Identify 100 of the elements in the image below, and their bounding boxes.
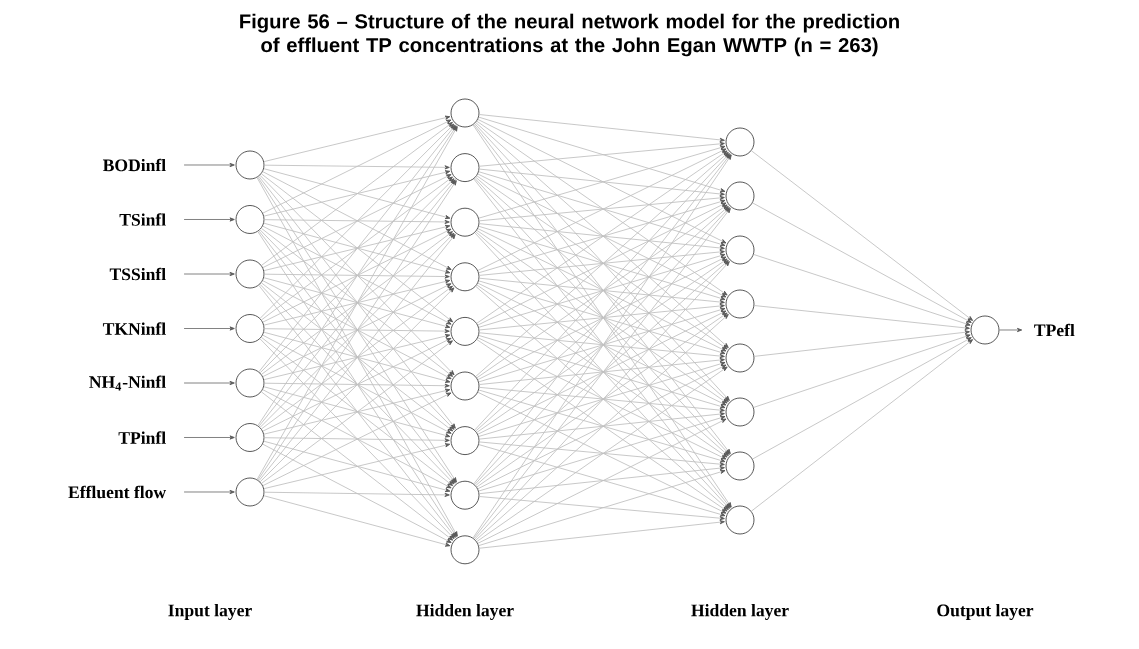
arrow bbox=[257, 125, 457, 426]
neuron-circle bbox=[450, 207, 480, 237]
arrow bbox=[478, 114, 725, 142]
neuron-circle bbox=[725, 127, 755, 157]
arrow bbox=[474, 261, 730, 540]
arrow bbox=[478, 441, 725, 467]
arrow bbox=[477, 337, 727, 460]
arrow bbox=[478, 249, 725, 276]
neuron-circle bbox=[235, 423, 265, 452]
arrow bbox=[999, 327, 1023, 333]
arrow bbox=[477, 282, 727, 406]
neuron-circle bbox=[450, 371, 480, 401]
neuron-circle bbox=[725, 397, 755, 427]
arrow bbox=[478, 357, 725, 385]
arrow bbox=[258, 284, 456, 538]
arrow bbox=[478, 199, 726, 274]
arrow bbox=[264, 382, 450, 388]
arrow bbox=[478, 280, 726, 355]
layer-label: Output layer bbox=[937, 604, 1034, 620]
arrow bbox=[478, 168, 725, 196]
arrow bbox=[476, 175, 728, 350]
arrow bbox=[475, 260, 729, 487]
arrow bbox=[183, 326, 235, 331]
arrow bbox=[478, 303, 725, 331]
arrow bbox=[264, 437, 450, 443]
arrow bbox=[478, 386, 725, 413]
arrow bbox=[183, 217, 235, 222]
arrow bbox=[257, 231, 457, 538]
arrow bbox=[183, 489, 235, 495]
neuron-circle bbox=[725, 343, 755, 373]
arrow bbox=[261, 121, 453, 266]
arrow bbox=[475, 122, 729, 348]
arrow bbox=[478, 335, 726, 409]
arrow bbox=[477, 310, 727, 435]
arrow bbox=[474, 153, 730, 431]
figure-title: Figure 56 – Structure of the neural network model for the prediction of effluent TP concentrations at the John Egan WWTP (n = 263) bbox=[240, 13, 899, 57]
arrow bbox=[478, 496, 725, 521]
arrow bbox=[256, 126, 458, 480]
arrow bbox=[753, 330, 970, 357]
layer-label: Input layer bbox=[168, 604, 252, 620]
neuron-circle bbox=[725, 181, 755, 211]
arrow bbox=[478, 332, 725, 359]
arrow bbox=[477, 228, 727, 352]
arrow bbox=[264, 328, 450, 334]
arrow bbox=[183, 162, 235, 168]
arrow bbox=[477, 256, 727, 381]
arrow bbox=[477, 202, 727, 326]
arrow bbox=[478, 469, 726, 547]
arrow bbox=[474, 123, 730, 401]
input-label: Effluent flow bbox=[68, 485, 167, 499]
arrow bbox=[476, 366, 728, 542]
arrow bbox=[256, 177, 458, 537]
arrow bbox=[476, 258, 728, 433]
neuron-circle bbox=[235, 259, 265, 289]
arrow bbox=[262, 119, 452, 214]
arrow bbox=[751, 150, 973, 321]
neuron-circle bbox=[450, 98, 480, 128]
arrow bbox=[475, 176, 729, 402]
arrow bbox=[264, 491, 450, 497]
arrow bbox=[476, 120, 728, 296]
arrow bbox=[474, 232, 730, 509]
arrow bbox=[478, 223, 725, 251]
arrow bbox=[262, 443, 452, 543]
arrow bbox=[474, 207, 730, 485]
layer-label: Hidden layer bbox=[416, 604, 514, 620]
arrow bbox=[475, 285, 729, 511]
arrow bbox=[478, 171, 726, 247]
arrow bbox=[264, 273, 450, 279]
neuron-circle bbox=[450, 316, 480, 346]
neuron-circle bbox=[450, 153, 480, 183]
neuron-circle bbox=[235, 368, 265, 398]
input-label: TPinfl bbox=[118, 431, 166, 444]
input-label: TPefl bbox=[1034, 323, 1075, 337]
arrow bbox=[478, 141, 725, 167]
arrow bbox=[477, 391, 727, 514]
arrow bbox=[264, 164, 450, 170]
arrow bbox=[478, 116, 726, 193]
neuron-circle bbox=[970, 315, 1000, 345]
input-label: BODinfl bbox=[102, 158, 166, 172]
arrow bbox=[478, 195, 725, 222]
arrow bbox=[478, 389, 726, 463]
neuron-circle bbox=[235, 150, 265, 180]
neuron-circle bbox=[725, 289, 755, 319]
arrow bbox=[477, 173, 727, 298]
arrow bbox=[753, 305, 970, 330]
arrow bbox=[475, 206, 729, 432]
arrow bbox=[258, 124, 456, 373]
input-label: NH$_{4}$-Ninfl bbox=[89, 375, 166, 391]
arrow bbox=[183, 380, 235, 386]
arrow bbox=[753, 334, 971, 408]
arrow bbox=[474, 177, 730, 455]
arrow bbox=[476, 204, 728, 379]
arrow bbox=[183, 271, 235, 277]
arrow bbox=[475, 314, 729, 541]
arrow bbox=[259, 338, 455, 539]
arrow bbox=[477, 119, 727, 244]
arrow bbox=[263, 495, 451, 547]
arrow bbox=[752, 202, 972, 323]
arrow bbox=[264, 219, 450, 225]
arrow bbox=[478, 307, 726, 383]
